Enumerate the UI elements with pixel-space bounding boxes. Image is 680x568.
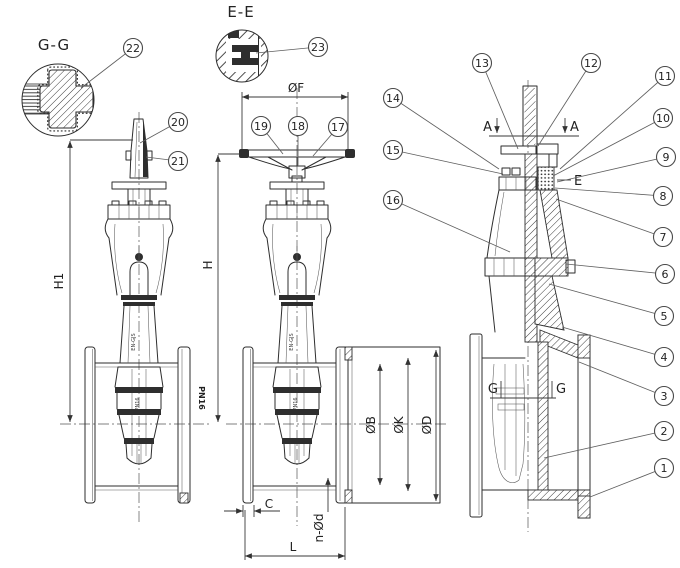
callout-4: 4 xyxy=(561,326,675,368)
dimension-h: H xyxy=(201,153,240,423)
svg-text:13: 13 xyxy=(475,57,489,70)
dim-ob-label: ØB xyxy=(364,416,378,434)
svg-text:23: 23 xyxy=(311,41,325,54)
section-marker-g: G G xyxy=(488,381,566,399)
svg-text:17: 17 xyxy=(331,121,345,134)
svg-text:10: 10 xyxy=(656,112,670,125)
svg-text:15: 15 xyxy=(386,144,400,157)
svg-text:12: 12 xyxy=(584,57,598,70)
callout-16: 16 xyxy=(382,189,511,253)
svg-text:5: 5 xyxy=(661,310,668,323)
dimension-h1: H1 xyxy=(52,139,133,423)
section-g-right-label: G xyxy=(556,382,566,397)
dim-h-label: H xyxy=(201,260,215,269)
callout-23: 23 xyxy=(255,36,329,58)
svg-text:11: 11 xyxy=(658,70,672,83)
svg-text:1: 1 xyxy=(661,462,668,475)
weld-mark xyxy=(179,492,189,504)
dimension-od: ØD xyxy=(420,349,439,502)
dim-nd-label: n-Ød xyxy=(312,514,326,543)
callout-6: 6 xyxy=(565,263,676,285)
callout-21: 21 xyxy=(145,150,189,172)
svg-text:22: 22 xyxy=(126,42,140,55)
dimension-c: C xyxy=(224,497,280,517)
callout-20: 20 xyxy=(139,111,189,144)
svg-text:16: 16 xyxy=(386,194,400,207)
callout-14: 14 xyxy=(382,87,500,170)
callout-8: 8 xyxy=(554,185,674,207)
section-e-label: E xyxy=(574,174,582,189)
callout-22: 22 xyxy=(80,37,144,89)
callout-3: 3 xyxy=(578,361,675,407)
section-a-left-label: A xyxy=(483,120,492,135)
dim-c-label: C xyxy=(265,497,273,511)
dim-l-label: L xyxy=(290,540,297,554)
dim-h1-label: H1 xyxy=(52,273,66,290)
flange-section-view xyxy=(344,346,441,504)
dimension-ob: ØB xyxy=(364,363,383,486)
ee-title: E-E xyxy=(227,3,254,21)
detail-gg: G-G xyxy=(21,36,95,137)
svg-text:21: 21 xyxy=(171,155,185,168)
svg-text:6: 6 xyxy=(662,268,669,281)
svg-text:14: 14 xyxy=(386,92,400,105)
gg-title: G-G xyxy=(38,36,70,54)
svg-text:2: 2 xyxy=(661,425,668,438)
valve-front-view-left: PN16 xyxy=(60,112,212,522)
dimension-nd: n-Ød xyxy=(312,477,331,543)
callout-1: 1 xyxy=(589,457,675,498)
section-g-left-label: G xyxy=(488,382,498,397)
dim-od-label: ØD xyxy=(420,416,434,435)
section-a-right-label: A xyxy=(570,120,579,135)
valve-section-view-right xyxy=(469,80,591,532)
callout-10: 10 xyxy=(552,107,674,177)
svg-text:3: 3 xyxy=(661,390,668,403)
svg-text:20: 20 xyxy=(171,116,185,129)
svg-text:7: 7 xyxy=(660,231,667,244)
callout-17: 17 xyxy=(312,116,349,157)
callout-11: 11 xyxy=(559,65,676,170)
svg-text:9: 9 xyxy=(663,151,670,164)
dimension-of: ØF xyxy=(241,81,349,149)
svg-text:18: 18 xyxy=(291,120,305,133)
dimension-l: L xyxy=(244,507,346,560)
section-marker-a: A A xyxy=(483,118,579,137)
dim-ok-label: ØK xyxy=(392,415,406,433)
svg-text:4: 4 xyxy=(661,351,668,364)
dim-of-label: ØF xyxy=(288,81,304,95)
detail-ee: E-E xyxy=(215,3,269,83)
callout-7: 7 xyxy=(555,198,674,248)
callout-5: 5 xyxy=(548,283,675,327)
svg-text:8: 8 xyxy=(660,190,667,203)
gg-detail-circle xyxy=(21,63,95,137)
dimension-ok: ØK xyxy=(392,357,411,492)
callout-18: 18 xyxy=(287,115,309,166)
flange-cast-marking: PN16 xyxy=(197,386,206,410)
callout-9: 9 xyxy=(556,146,677,183)
callout-19: 19 xyxy=(250,115,284,155)
callouts: 1 2 3 4 5 6 7 8 9 10 11 12 13 14 15 16 1… xyxy=(80,36,677,498)
valve-front-view-center xyxy=(226,88,446,526)
ee-detail-circle xyxy=(215,29,269,83)
svg-text:19: 19 xyxy=(254,120,268,133)
callout-13: 13 xyxy=(471,52,519,150)
callout-2: 2 xyxy=(543,420,675,459)
callout-12: 12 xyxy=(537,52,602,147)
callout-15: 15 xyxy=(382,139,504,175)
